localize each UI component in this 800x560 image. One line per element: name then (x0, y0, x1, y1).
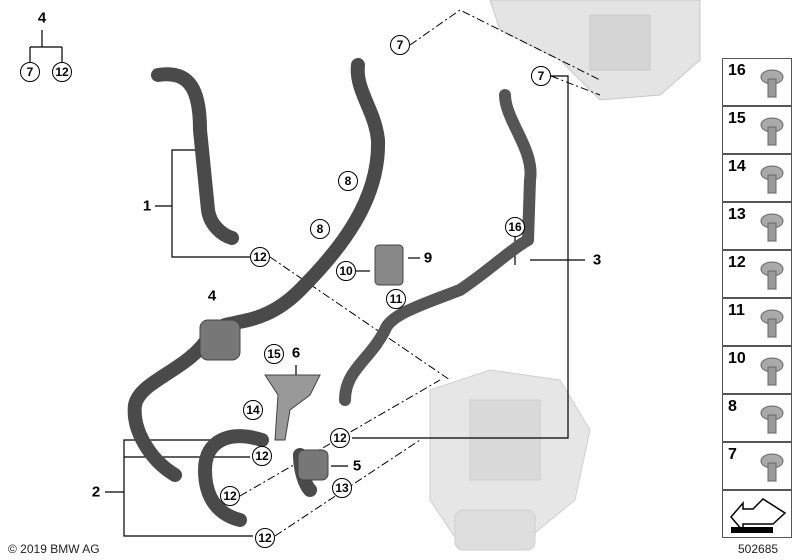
part-label: 6 (291, 344, 301, 362)
callout: 16 (505, 217, 525, 237)
auxiliary-heater-illustration (429, 369, 591, 551)
callout: 12 (255, 528, 275, 548)
callout: 12 (52, 62, 72, 82)
clip-nut-icon (760, 309, 784, 338)
grommet-icon (760, 117, 784, 146)
group-label: 4 (37, 9, 47, 27)
pipe-clip-icon (760, 405, 784, 434)
bolt-icon (760, 165, 784, 194)
part-box: 15 (722, 106, 792, 154)
callout: 7 (531, 66, 551, 86)
heater-unit-illustration (489, 0, 701, 101)
part-label: 1 (142, 197, 152, 215)
callout: 7 (390, 35, 410, 55)
part-number: 13 (728, 206, 746, 223)
callout: 14 (243, 400, 263, 420)
part-box: 13 (722, 202, 792, 250)
direction-arrow-box (722, 490, 792, 538)
part-label: 2 (91, 483, 101, 501)
callout: 15 (264, 344, 284, 364)
part-label: 3 (592, 251, 602, 269)
screw-icon (760, 69, 784, 98)
spring-clamp-icon (760, 453, 784, 482)
part-box: 14 (722, 154, 792, 202)
part-number: 16 (728, 62, 746, 79)
part-number: 14 (728, 158, 746, 175)
part-number: 7 (728, 446, 737, 463)
part-label: 5 (352, 457, 362, 475)
callout: 12 (220, 486, 240, 506)
part-number: 11 (728, 302, 745, 319)
part-number: 15 (728, 110, 746, 127)
callout: 12 (250, 247, 270, 267)
hoses (127, 58, 537, 527)
valve-and-brackets (199, 244, 404, 481)
washer-screw-icon (760, 357, 784, 386)
part-number: 10 (728, 350, 746, 367)
arrow-icon (730, 498, 787, 534)
part-box: 11 (722, 298, 792, 346)
diagram-number: 502685 (738, 542, 779, 556)
part-number: 12 (728, 254, 746, 271)
callout: 11 (386, 289, 406, 309)
callout: 8 (310, 219, 330, 239)
copyright: © 2019 BMW AG (8, 542, 100, 556)
part-box: 16 (722, 58, 792, 106)
part-number: 8 (728, 398, 737, 415)
part-label: 9 (423, 249, 433, 267)
callout: 12 (252, 446, 272, 466)
part-box: 10 (722, 346, 792, 394)
callout: 12 (330, 428, 350, 448)
hose-clamp-icon (760, 261, 784, 290)
part-box: 12 (722, 250, 792, 298)
part-box: 8 (722, 394, 792, 442)
callout: 10 (336, 261, 356, 281)
callout: 7 (20, 62, 40, 82)
part-label: 4 (207, 287, 217, 305)
callout: 8 (338, 171, 358, 191)
callout: 13 (332, 478, 352, 498)
nut-icon (760, 213, 784, 242)
part-box: 7 (722, 442, 792, 490)
